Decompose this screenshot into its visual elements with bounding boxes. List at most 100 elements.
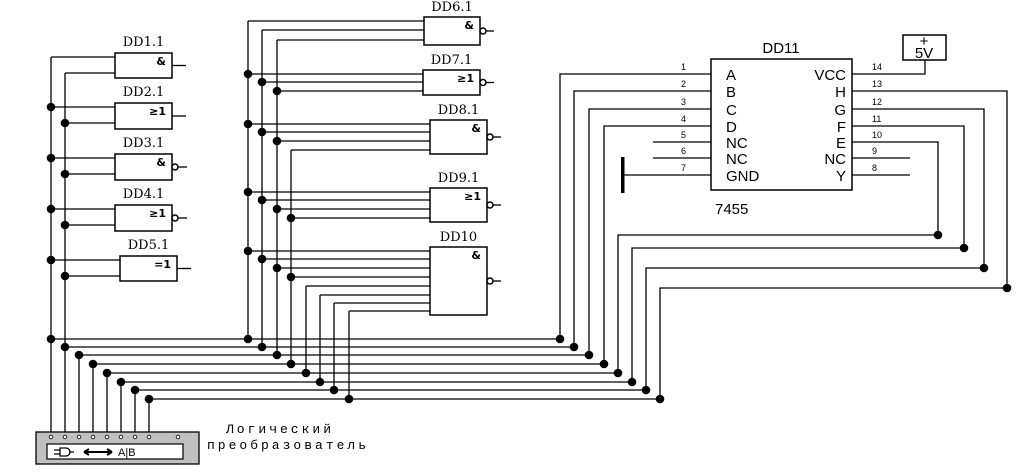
chip-input-wire bbox=[559, 73, 711, 339]
terminal-icon bbox=[132, 434, 138, 440]
gate-label: DD7.1 bbox=[431, 53, 473, 68]
logic-gate-9 bbox=[429, 246, 488, 316]
junction-dot bbox=[315, 377, 325, 387]
pin-number: 10 bbox=[872, 130, 882, 140]
junction-dot bbox=[329, 385, 339, 395]
logic-gate-2 bbox=[114, 153, 173, 181]
junction-dot bbox=[257, 342, 267, 352]
gate-label: DD6.1 bbox=[431, 0, 473, 15]
pin-label: VCC bbox=[814, 67, 846, 84]
terminal-icon bbox=[146, 434, 152, 440]
inversion-bubble bbox=[171, 163, 179, 171]
junction-dot bbox=[46, 334, 56, 344]
logic-gate-4 bbox=[119, 255, 178, 282]
pin-number: 7 bbox=[681, 163, 686, 173]
junction-dot bbox=[74, 350, 84, 360]
terminal-icon bbox=[175, 434, 181, 440]
pin-label: NC bbox=[726, 151, 748, 168]
gate-label: DD10 bbox=[440, 230, 477, 245]
gate-symbol: & bbox=[471, 122, 481, 135]
power-sign: + bbox=[920, 33, 929, 50]
junction-dot bbox=[60, 342, 70, 352]
junction-dot bbox=[144, 394, 154, 404]
pin-number: 14 bbox=[872, 62, 882, 72]
gate-label: DD9.1 bbox=[438, 171, 480, 186]
gate-label: DD2.1 bbox=[123, 85, 165, 100]
pin-label: Y bbox=[836, 168, 846, 185]
pin-number: 6 bbox=[681, 146, 686, 156]
logic-gate-6 bbox=[422, 69, 481, 96]
pin-number: 4 bbox=[681, 114, 686, 124]
pin-label: C bbox=[726, 102, 737, 119]
ic-7455 bbox=[710, 58, 853, 191]
pin-label: B bbox=[726, 84, 736, 101]
gate-label: DD1.1 bbox=[123, 35, 165, 50]
gate-symbol: =1 bbox=[154, 258, 171, 271]
chip-input-wire bbox=[573, 90, 711, 347]
pin-label: G bbox=[834, 102, 846, 119]
gate-symbol: ≥1 bbox=[149, 105, 166, 118]
pin-number: 1 bbox=[681, 62, 686, 72]
expression-icon-label: A|B bbox=[118, 447, 136, 459]
pin-number: 5 bbox=[681, 130, 686, 140]
junction-dot bbox=[1002, 283, 1012, 293]
junction-dot bbox=[272, 350, 282, 360]
pin-number: 9 bbox=[872, 146, 877, 156]
junction-dot bbox=[933, 230, 943, 240]
junction-dot bbox=[243, 334, 253, 344]
terminal-icon bbox=[104, 434, 110, 440]
chip-part-number: 7455 bbox=[715, 201, 748, 218]
logic-gate-8 bbox=[429, 187, 488, 223]
chip-input-wire bbox=[588, 108, 711, 355]
pin-label: A bbox=[726, 67, 736, 84]
gate-label: DD8.1 bbox=[438, 103, 480, 118]
pin-label: E bbox=[836, 135, 846, 152]
gate-icon bbox=[54, 447, 74, 457]
converter-panel bbox=[46, 443, 184, 460]
gate-icon-path bbox=[54, 447, 74, 457]
power-label: 5V bbox=[915, 45, 933, 62]
vcc-wire bbox=[852, 60, 926, 75]
junction-dot bbox=[979, 263, 989, 273]
junction-dot bbox=[116, 377, 126, 387]
chip-designator: DD11 bbox=[762, 40, 799, 57]
inversion-bubble bbox=[171, 214, 179, 222]
pin-number: 3 bbox=[681, 97, 686, 107]
inversion-bubble bbox=[486, 201, 494, 209]
gate-label: DD5.1 bbox=[128, 238, 170, 253]
junction-dot bbox=[88, 359, 98, 369]
pin-number: 13 bbox=[872, 79, 882, 89]
pin-label: NC bbox=[726, 135, 748, 152]
pin-number: 11 bbox=[872, 114, 881, 124]
gate-symbol: & bbox=[156, 156, 166, 169]
converter-caption-line2: преобразователь bbox=[207, 438, 369, 453]
gate-label: DD3.1 bbox=[123, 136, 165, 151]
gate-symbol: & bbox=[471, 249, 481, 262]
gate-symbol: ≥1 bbox=[464, 190, 481, 203]
gate-symbol: ≥1 bbox=[457, 72, 474, 85]
inversion-bubble bbox=[479, 27, 487, 35]
junction-dot bbox=[286, 359, 296, 369]
pin-label: H bbox=[835, 84, 846, 101]
logic-gate-3 bbox=[114, 204, 173, 232]
pin-label: GND bbox=[726, 168, 760, 185]
logic-gate-1 bbox=[114, 102, 173, 130]
junction-dot bbox=[959, 243, 969, 253]
terminal-icon bbox=[118, 434, 124, 440]
inversion-bubble bbox=[486, 133, 494, 141]
chip-input-wire bbox=[603, 125, 711, 364]
power-source-5v bbox=[902, 34, 947, 61]
converter-caption-line1: Логический bbox=[225, 422, 334, 437]
terminal-icon bbox=[48, 434, 54, 440]
gate-symbol: & bbox=[464, 19, 474, 32]
terminal-icon bbox=[76, 434, 82, 440]
double-arrow-icon bbox=[83, 448, 113, 456]
junction-dot bbox=[130, 385, 140, 395]
pin-number: 2 bbox=[681, 79, 686, 89]
gate-symbol: & bbox=[156, 55, 166, 68]
junction-dot bbox=[301, 368, 311, 378]
pin-label: F bbox=[837, 119, 846, 136]
gate-label: DD4.1 bbox=[123, 187, 165, 202]
gate-symbol: ≥1 bbox=[149, 207, 166, 220]
